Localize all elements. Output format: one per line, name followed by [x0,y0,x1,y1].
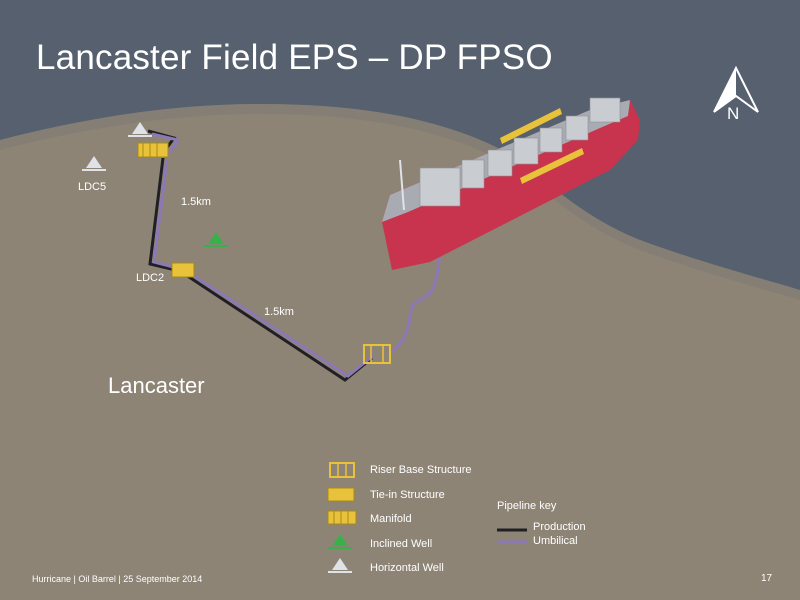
slide-footer: Hurricane | Oil Barrel | 25 September 20… [32,574,203,584]
horizontal-well-b [82,156,106,171]
legend-manifold: Manifold [370,513,412,525]
fpso-vessel [382,97,640,270]
subsea-structures [82,122,391,364]
legend-icons [327,462,527,573]
inclined-well [204,232,228,247]
tie-in-structure-ldc2 [171,262,195,278]
distance-label-1: 1.5km [181,196,211,208]
fpso-topsides [419,97,621,207]
riser-base-icon [329,462,355,478]
field-name-label: Lancaster [108,373,205,398]
shoreline-blend [0,104,800,300]
manifold-icon [327,510,357,525]
page-number: 17 [761,573,773,584]
flare-tower [399,159,405,211]
legend-horizontal-well: Horizontal Well [370,562,444,574]
ldc5-label: LDC5 [78,181,107,193]
riser-umbilical [390,257,442,354]
umbilical-line-ldc5 [151,132,181,157]
north-label: N [727,104,740,123]
manifold-ldc5 [137,142,169,158]
legend-tie-in: Tie-in Structure [370,489,445,501]
deck-crane-rail [500,108,562,144]
distance-label-2: 1.5km [264,306,294,318]
sea-surface [0,0,800,290]
ldc2-label: LDC2 [136,272,165,284]
riser-base-structure [363,344,391,364]
north-arrow [713,65,759,113]
slide-title: Lancaster Field EPS – DP FPSO [36,38,553,77]
inclined-well-icon [328,534,352,549]
legend-inclined-well: Inclined Well [370,538,433,550]
legend-riser-base: Riser Base Structure [370,464,472,476]
pipeline-key-production: Production [533,521,586,533]
horizontal-well-icon [328,558,352,573]
tie-in-icon [327,487,355,502]
pipeline-key-umbilical: Umbilical [533,535,578,547]
fpso-hull [382,100,640,270]
pipeline-key-title: Pipeline key [497,500,557,512]
horizontal-well-a [128,122,152,137]
accommodation-block [419,167,461,207]
